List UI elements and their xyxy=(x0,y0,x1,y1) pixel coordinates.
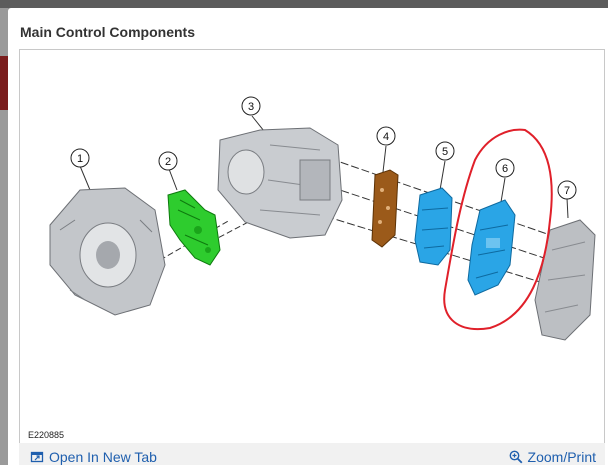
open-new-tab-link[interactable]: Open In New Tab xyxy=(30,449,157,465)
exploded-view-illustration: 1 2 3 4 5 6 7 xyxy=(49,96,596,341)
control-module-part xyxy=(467,199,516,296)
separator-plate-part xyxy=(371,169,399,248)
bell-housing-part xyxy=(49,187,166,316)
callout-circle xyxy=(495,158,515,178)
callout-number: 7 xyxy=(564,185,570,197)
valve-body-part xyxy=(414,187,453,266)
callout-circle xyxy=(376,126,396,146)
external-window-icon xyxy=(30,451,44,463)
callout-circle xyxy=(557,180,577,200)
background-banner xyxy=(0,56,8,110)
callout-number: 3 xyxy=(248,101,254,113)
zoom-print-label: Zoom/Print xyxy=(527,449,596,465)
callout-circle xyxy=(435,141,455,161)
transmission-case-part xyxy=(217,127,343,239)
callout-number: 5 xyxy=(442,146,448,158)
zoom-print-link[interactable]: Zoom/Print xyxy=(509,449,596,465)
green-module-part xyxy=(167,189,221,266)
callout-number: 4 xyxy=(383,131,389,143)
callout-circle xyxy=(241,96,261,116)
figure-id-label: E220885 xyxy=(28,430,65,440)
background-page xyxy=(0,8,8,465)
side-cover-part xyxy=(534,219,596,341)
figure-frame: 1 2 3 4 5 6 7 E220885 xyxy=(19,49,605,444)
modal-footer xyxy=(19,443,605,465)
window-top-bar xyxy=(0,0,608,8)
highlight-annotation xyxy=(443,128,553,330)
callout-number: 1 xyxy=(77,153,83,165)
callout-group: 1 2 3 4 5 6 7 xyxy=(70,96,577,200)
modal-title: Main Control Components xyxy=(20,24,195,40)
image-modal: Main Control Components xyxy=(8,8,608,465)
callout-number: 6 xyxy=(502,163,508,175)
callout-circle xyxy=(70,148,90,168)
magnifier-plus-icon xyxy=(509,450,522,464)
open-new-tab-label: Open In New Tab xyxy=(49,449,157,465)
callout-circle xyxy=(158,151,178,171)
callout-number: 2 xyxy=(165,156,171,168)
